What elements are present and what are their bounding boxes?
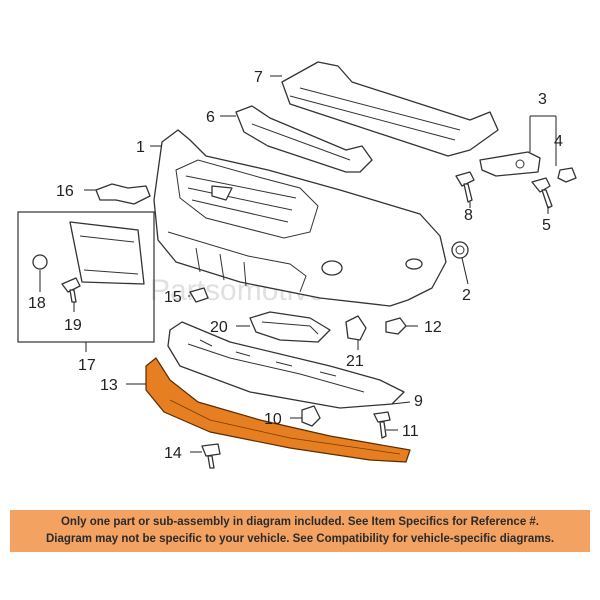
callout-14: 14 (164, 445, 182, 462)
callout-5: 5 (542, 217, 551, 234)
part-20-bezel (249, 311, 331, 343)
callout-13: 13 (100, 377, 118, 394)
callout-11: 11 (402, 423, 419, 440)
part-6-grille (235, 105, 373, 173)
callout-19: 19 (64, 317, 82, 334)
part-9-deflector (167, 321, 405, 409)
callout-3: 3 (538, 91, 547, 108)
callout-15: 15 (164, 289, 182, 306)
part-1-bumper-cover (153, 129, 447, 307)
part-15-clip (189, 287, 209, 303)
part-11-screw (373, 411, 391, 439)
part-13-lower-spoiler (145, 357, 411, 463)
callout-21: 21 (346, 353, 364, 370)
part-7-reinforcement (281, 61, 499, 157)
callout-2: 2 (462, 287, 471, 304)
part-8-bolt (455, 171, 475, 203)
part-16-emblem (95, 183, 151, 205)
part-10-retainer (301, 405, 321, 427)
callout-8: 8 (464, 207, 473, 224)
callout-17: 17 (78, 357, 96, 374)
callout-16: 16 (56, 183, 74, 200)
part-4-clip (557, 167, 577, 183)
callout-9: 9 (414, 393, 423, 410)
part-2-sensor (451, 241, 469, 259)
callout-labels: 7 6 1 3 4 16 8 5 2 18 19 17 15 20 21 12 … (28, 69, 563, 462)
part-17-license-bracket-box (17, 211, 155, 343)
part-12-nut (385, 317, 407, 335)
callout-6: 6 (206, 109, 215, 126)
part-3-bracket (479, 151, 541, 177)
disclaimer-line-2: Diagram may not be specific to your vehi… (45, 533, 555, 545)
callout-20: 20 (210, 319, 228, 336)
disclaimer-line-1: Only one part or sub-assembly in diagram… (60, 516, 540, 528)
callout-4: 4 (554, 133, 563, 150)
part-21-bracket (345, 315, 367, 341)
disclaimer-banner: Only one part or sub-assembly in diagram… (10, 510, 590, 552)
part-5-bolt (531, 177, 553, 209)
callout-18: 18 (28, 295, 46, 312)
part-14-screw (201, 443, 221, 469)
callout-7: 7 (254, 69, 263, 86)
callout-12: 12 (424, 319, 442, 336)
callout-1: 1 (136, 139, 145, 156)
leader-lines (39, 75, 557, 453)
callout-10: 10 (264, 411, 282, 428)
